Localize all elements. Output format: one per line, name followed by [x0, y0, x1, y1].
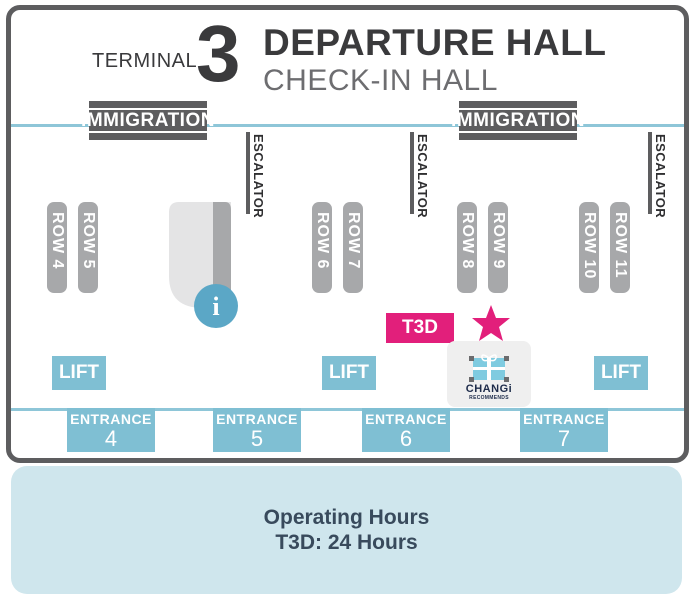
lift-middle: LIFT — [322, 356, 376, 390]
info-icon: i — [194, 284, 238, 328]
operating-hours-panel: Operating Hours T3D: 24 Hours — [11, 466, 682, 594]
svg-text:i: i — [212, 292, 219, 321]
row-8: ROW 8 — [457, 202, 477, 293]
star-icon — [472, 305, 510, 341]
changi-tagline: RECOMMENDS — [469, 395, 509, 401]
terminal-number: 3 — [196, 9, 241, 98]
gift-box-icon — [469, 354, 509, 382]
row-7: ROW 7 — [343, 202, 363, 293]
lift-right: LIFT — [594, 356, 648, 390]
escalator-label: ESCALATOR — [251, 134, 266, 219]
changi-recommends-badge: CHANGi RECOMMENDS — [447, 341, 531, 407]
immigration-sign-right: IMMIGRATION — [448, 101, 588, 140]
page-title: DEPARTURE HALL — [263, 22, 607, 63]
operating-hours-detail: T3D: 24 Hours — [275, 531, 418, 554]
escalator-bar — [648, 132, 652, 214]
changi-brand: CHANGi — [465, 383, 513, 395]
top-divider-line — [11, 124, 684, 127]
escalator-bar — [410, 132, 414, 214]
escalator-label: ESCALATOR — [653, 134, 668, 219]
lift-left: LIFT — [52, 356, 106, 390]
row-10: ROW 10 — [579, 202, 599, 293]
row-5: ROW 5 — [78, 202, 98, 293]
operating-hours-title: Operating Hours — [263, 506, 430, 529]
information-counter — [169, 202, 231, 308]
escalator-bar — [246, 132, 250, 214]
page-subtitle: CHECK-IN HALL — [263, 64, 498, 97]
row-6: ROW 6 — [312, 202, 332, 293]
row-11: ROW 11 — [610, 202, 630, 293]
terminal-label: TERMINAL — [92, 50, 198, 72]
row-4: ROW 4 — [47, 202, 67, 293]
immigration-sign-left: IMMIGRATION — [78, 101, 218, 140]
t3d-label: T3D — [386, 313, 454, 343]
row-9: ROW 9 — [488, 202, 508, 293]
escalator-label: ESCALATOR — [415, 134, 430, 219]
bottom-divider-line — [11, 408, 684, 411]
